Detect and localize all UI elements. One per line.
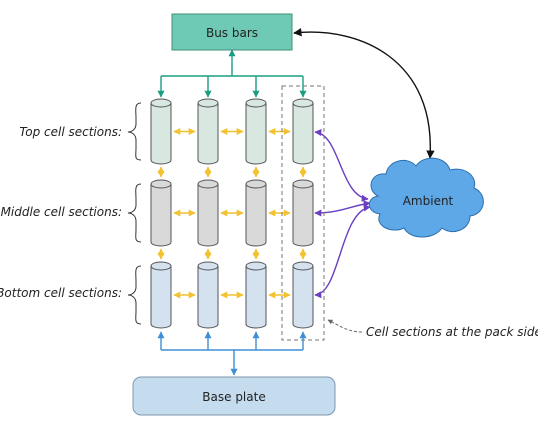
cell-r2-c3 (292, 261, 314, 329)
ambient-busbar-link (293, 28, 435, 159)
cell-top (150, 98, 172, 108)
cell-r2-c2 (245, 261, 267, 329)
cell-body (245, 103, 267, 165)
cell-top (245, 261, 267, 271)
cell-top (292, 98, 314, 108)
cell-top (245, 98, 267, 108)
top-row-label: Top cell sections: (19, 125, 122, 139)
middle-row-label: Middle cell sections: (1, 205, 122, 219)
cell-body (292, 266, 314, 329)
cell-body (245, 184, 267, 247)
ambient-cloud-shape (368, 157, 484, 238)
bottom-row-label: Bottom cell sections: (0, 286, 122, 300)
cell-r1-c1 (197, 179, 219, 247)
cell-r0-c1 (197, 98, 219, 165)
bus-bars-label: Bus bars (206, 26, 258, 40)
cell-r2-c0 (150, 261, 172, 329)
side-annotation-pointer (327, 319, 363, 333)
cell-body (197, 266, 219, 329)
cell-body (197, 103, 219, 165)
cell-r1-c3 (292, 179, 314, 247)
connection-lines (157, 28, 435, 376)
cell-top (197, 98, 219, 108)
cell-r0-c2 (245, 98, 267, 165)
cell-top (150, 261, 172, 271)
cell-body (150, 184, 172, 247)
middle-row-brace (127, 183, 142, 243)
cell-top (150, 179, 172, 189)
cell-body (197, 184, 219, 247)
cell-top (245, 179, 267, 189)
cell-r2-c1 (197, 261, 219, 329)
cell-r1-c2 (245, 179, 267, 247)
base-plate-node: Base plate (132, 376, 336, 416)
base-plate-label: Base plate (202, 390, 265, 404)
top-row-brace (127, 102, 142, 161)
bus-bars-node: Bus bars (171, 13, 293, 51)
cell-r1-c0 (150, 179, 172, 247)
cell-body (292, 184, 314, 247)
cell-body (245, 266, 267, 329)
cell-body (150, 103, 172, 165)
side-annotation-label: Cell sections at the pack sides (366, 325, 538, 339)
row-labels: Top cell sections: Middle cell sections:… (0, 102, 142, 325)
cell-top (197, 179, 219, 189)
cell-top (197, 261, 219, 271)
pack-side-highlight-box (281, 85, 325, 341)
ambient-link (314, 204, 371, 299)
base-plate-box (132, 376, 336, 416)
bus-bars-box (171, 13, 293, 51)
ambient-label: Ambient (403, 194, 454, 208)
bottom-row-brace (127, 265, 142, 325)
cell-body (150, 266, 172, 329)
cell-top (292, 261, 314, 271)
cell-r0-c3 (292, 98, 314, 165)
cell-body (292, 103, 314, 165)
cell-top (292, 179, 314, 189)
ambient-node: Ambient (368, 157, 484, 238)
ambient-link (314, 129, 369, 202)
cell-grid (150, 98, 314, 329)
cell-r0-c0 (150, 98, 172, 165)
